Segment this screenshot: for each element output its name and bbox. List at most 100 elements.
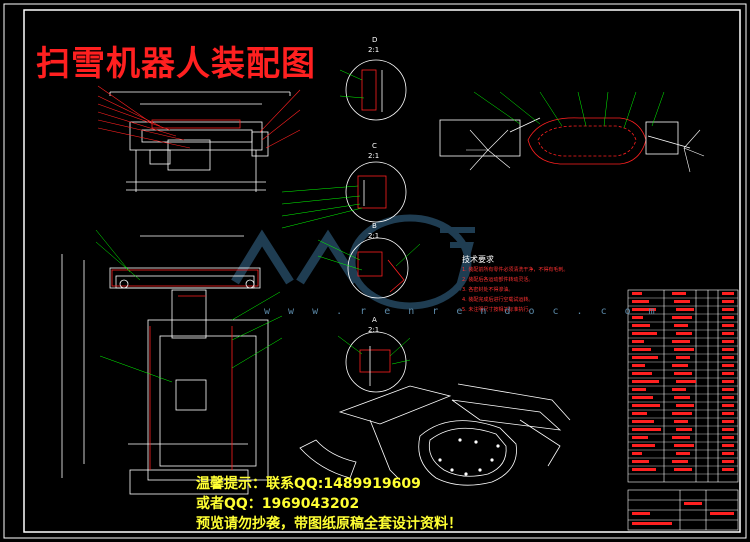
- parts-list-material-mark: [722, 460, 734, 463]
- parts-list-code-mark: [632, 292, 642, 295]
- parts-list-code-mark: [632, 428, 661, 431]
- front-view-callouts: [95, 229, 283, 383]
- parts-list-material-mark: [722, 420, 734, 423]
- parts-list-code-mark: [632, 364, 645, 367]
- outer-border: [3, 3, 747, 539]
- watermark-line-3: 预览请勿抄袭，带图纸原稿全套设计资料！: [196, 516, 462, 532]
- parts-list-code-mark: [632, 468, 656, 471]
- parts-list-code-mark: [632, 444, 655, 447]
- parts-list-material-mark: [722, 364, 734, 367]
- parts-list-material-mark: [722, 356, 734, 359]
- parts-list-code-mark: [632, 332, 657, 335]
- side-view-callouts: [473, 91, 665, 129]
- watermark-logo: [231, 214, 475, 310]
- watermark-line-1: 温馨提示：联系QQ:1489919609: [196, 476, 421, 492]
- parts-list-code-mark: [632, 460, 649, 463]
- isometric-wheels: [438, 438, 500, 476]
- parts-list-name-mark: [672, 292, 686, 295]
- parts-list-code-mark: [632, 436, 648, 439]
- tech-note-2: 2. 装配后各运动部件转动灵活。: [462, 277, 534, 283]
- parts-list-name-mark: [672, 460, 688, 463]
- detail-a-scale: 2:1: [368, 326, 380, 334]
- parts-list-name-mark: [672, 388, 686, 391]
- side-view-brush: [466, 129, 705, 173]
- parts-list-name-mark: [676, 308, 694, 311]
- detail-a-label: A: [372, 316, 377, 324]
- detail-c-scale: 2:1: [368, 152, 380, 160]
- parts-list-name-mark: [674, 444, 694, 447]
- parts-list-material-mark: [722, 388, 734, 391]
- parts-list-name-mark: [674, 420, 688, 423]
- watermark-text: 温馨提示：联系QQ:1489919609 或者QQ：1969043202 预览请…: [196, 474, 462, 534]
- title-block-marks: [632, 502, 734, 525]
- top-view-callouts: [97, 85, 301, 149]
- top-view: [109, 91, 291, 192]
- parts-list-name-mark: [674, 468, 692, 471]
- parts-list-code-mark: [632, 324, 650, 327]
- parts-list-material-mark: [722, 372, 734, 375]
- parts-list-name-mark: [672, 364, 688, 367]
- parts-list-name-mark: [676, 452, 690, 455]
- detail-b-label: B: [372, 222, 377, 230]
- parts-list-material-mark: [722, 380, 734, 383]
- parts-list-code-mark: [632, 308, 656, 311]
- watermark-site: w w w . r e n r e n d o c . c o m: [264, 306, 661, 317]
- parts-list-code-mark: [632, 316, 643, 319]
- parts-list-material-mark: [722, 468, 734, 471]
- drawing-title: 扫雪机器人装配图: [36, 44, 316, 84]
- detail-circle-a: [337, 331, 411, 393]
- parts-list-code-mark: [632, 404, 660, 407]
- detail-circle-c: [281, 161, 407, 229]
- tech-note-3: 3. 各密封处不得渗油。: [462, 287, 514, 293]
- inner-frame: [23, 9, 741, 533]
- parts-list-code-mark: [632, 348, 651, 351]
- isometric-view: [299, 383, 571, 486]
- parts-list-name-mark: [672, 436, 690, 439]
- watermark-line-2: 或者QQ：1969043202: [196, 496, 360, 512]
- parts-list-material-mark: [722, 308, 734, 311]
- parts-list-code-mark: [632, 420, 654, 423]
- parts-list-material-mark: [722, 428, 734, 431]
- parts-list-name-mark: [676, 428, 692, 431]
- parts-list-material-mark: [722, 452, 734, 455]
- parts-list-name-mark: [672, 316, 692, 319]
- parts-list-code-mark: [632, 300, 649, 303]
- parts-list-material-mark: [722, 292, 734, 295]
- parts-list-material-mark: [722, 300, 734, 303]
- parts-list-material-mark: [722, 348, 734, 351]
- parts-list-code-mark: [632, 452, 642, 455]
- parts-list-code-mark: [632, 396, 653, 399]
- front-view-red: [111, 269, 259, 470]
- parts-list-code-mark: [632, 340, 644, 343]
- parts-list-material-mark: [722, 324, 734, 327]
- parts-list-name-mark: [672, 412, 692, 415]
- parts-list-material-mark: [722, 396, 734, 399]
- detail-circle-b: [317, 237, 421, 299]
- parts-list-marks: [632, 292, 734, 471]
- parts-list-name-mark: [676, 404, 694, 407]
- detail-d-label: D: [372, 36, 378, 44]
- parts-list-code-mark: [632, 380, 659, 383]
- detail-b-scale: 2:1: [368, 232, 380, 240]
- parts-list-material-mark: [722, 340, 734, 343]
- parts-list-name-mark: [676, 332, 692, 335]
- parts-list-material-mark: [722, 316, 734, 319]
- parts-list-material-mark: [722, 332, 734, 335]
- parts-list-code-mark: [632, 356, 658, 359]
- parts-list-name-mark: [674, 300, 690, 303]
- wheel-left: [119, 279, 129, 289]
- tech-note-4: 4. 装配完成后进行空载试运转。: [462, 297, 534, 303]
- detail-d-scale: 2:1: [368, 46, 380, 54]
- side-view: [439, 117, 691, 165]
- parts-list-code-mark: [632, 372, 652, 375]
- parts-list-code-mark: [632, 388, 646, 391]
- wheel-right: [245, 279, 255, 289]
- parts-list-material-mark: [722, 404, 734, 407]
- parts-list-name-mark: [674, 396, 690, 399]
- front-view: [61, 235, 269, 495]
- tech-notes-title: 技术要求: [462, 255, 494, 264]
- parts-list-code-mark: [632, 412, 647, 415]
- tech-note-5: 5. 未注明尺寸按相关标准执行。: [462, 307, 534, 313]
- parts-list-name-mark: [672, 340, 690, 343]
